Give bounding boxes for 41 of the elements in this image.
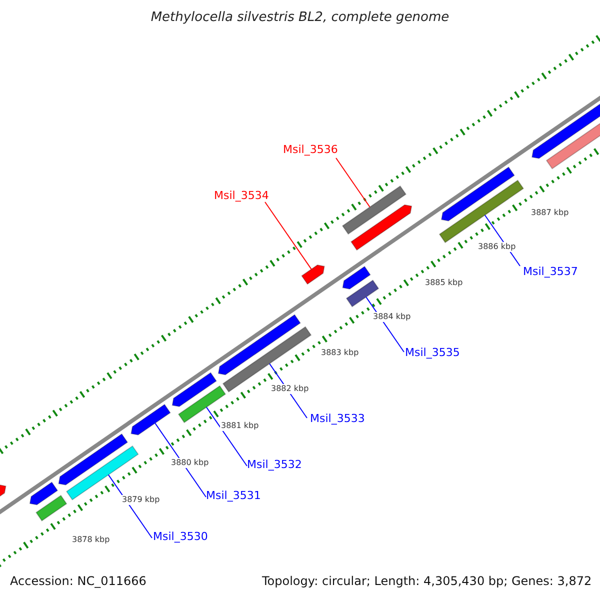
- gene-label: Msil_3534: [214, 190, 269, 201]
- tick-label: 3880 kbp: [170, 458, 210, 468]
- gene-strand-block: [531, 101, 600, 159]
- tick-label: 3883 kbp: [320, 348, 360, 358]
- tick-label: 3881 kbp: [220, 421, 260, 431]
- gene-label: Msil_3537: [523, 266, 578, 277]
- gene-strand-block: [218, 314, 301, 376]
- gene-strand-block: [58, 433, 128, 486]
- gene-bar: [178, 385, 226, 424]
- tick-label: 3879 kbp: [121, 495, 161, 505]
- tick-label: 3887 kbp: [530, 208, 570, 218]
- tick-label: 3885 kbp: [424, 278, 464, 288]
- gene-label: Msil_3533: [310, 413, 365, 424]
- gene-bar: [342, 185, 407, 235]
- leader-line: [264, 202, 312, 270]
- gene-bar: [222, 326, 312, 393]
- leader-line: [154, 422, 206, 498]
- tick-label: 3878 kbp: [71, 535, 111, 545]
- tick-label: 3882 kbp: [270, 384, 310, 394]
- gene-strand-block: [342, 266, 371, 290]
- tick-label: 3884 kbp: [372, 312, 412, 322]
- leader-line: [336, 158, 370, 208]
- gene-label: Msil_3532: [247, 459, 302, 470]
- gene-label: Msil_3530: [153, 531, 208, 542]
- gene-strand-block: [130, 404, 171, 436]
- gene-strand-block: [29, 482, 58, 506]
- gene-strand-block: [440, 166, 515, 222]
- accession-text: Accession: NC_011666: [10, 575, 146, 587]
- tick-label: 3886 kbp: [477, 242, 517, 252]
- gene-bar: [438, 180, 524, 244]
- genome-info-text: Topology: circular; Length: 4,305,430 bp; Genes: 3,872: [262, 575, 592, 587]
- gene-strand-block: [301, 264, 325, 285]
- gene-strand-block: [350, 204, 412, 251]
- gene-bar: [35, 494, 68, 522]
- title: Methylocella silvestris BL2, complete genome: [150, 11, 450, 24]
- gene-bar: [346, 280, 380, 308]
- gene-strand-block: [172, 372, 218, 408]
- gene-label: Msil_3531: [206, 490, 261, 501]
- gene-label: Msil_3536: [283, 144, 338, 155]
- gene-label: Msil_3535: [405, 347, 460, 358]
- leader-line: [206, 406, 248, 466]
